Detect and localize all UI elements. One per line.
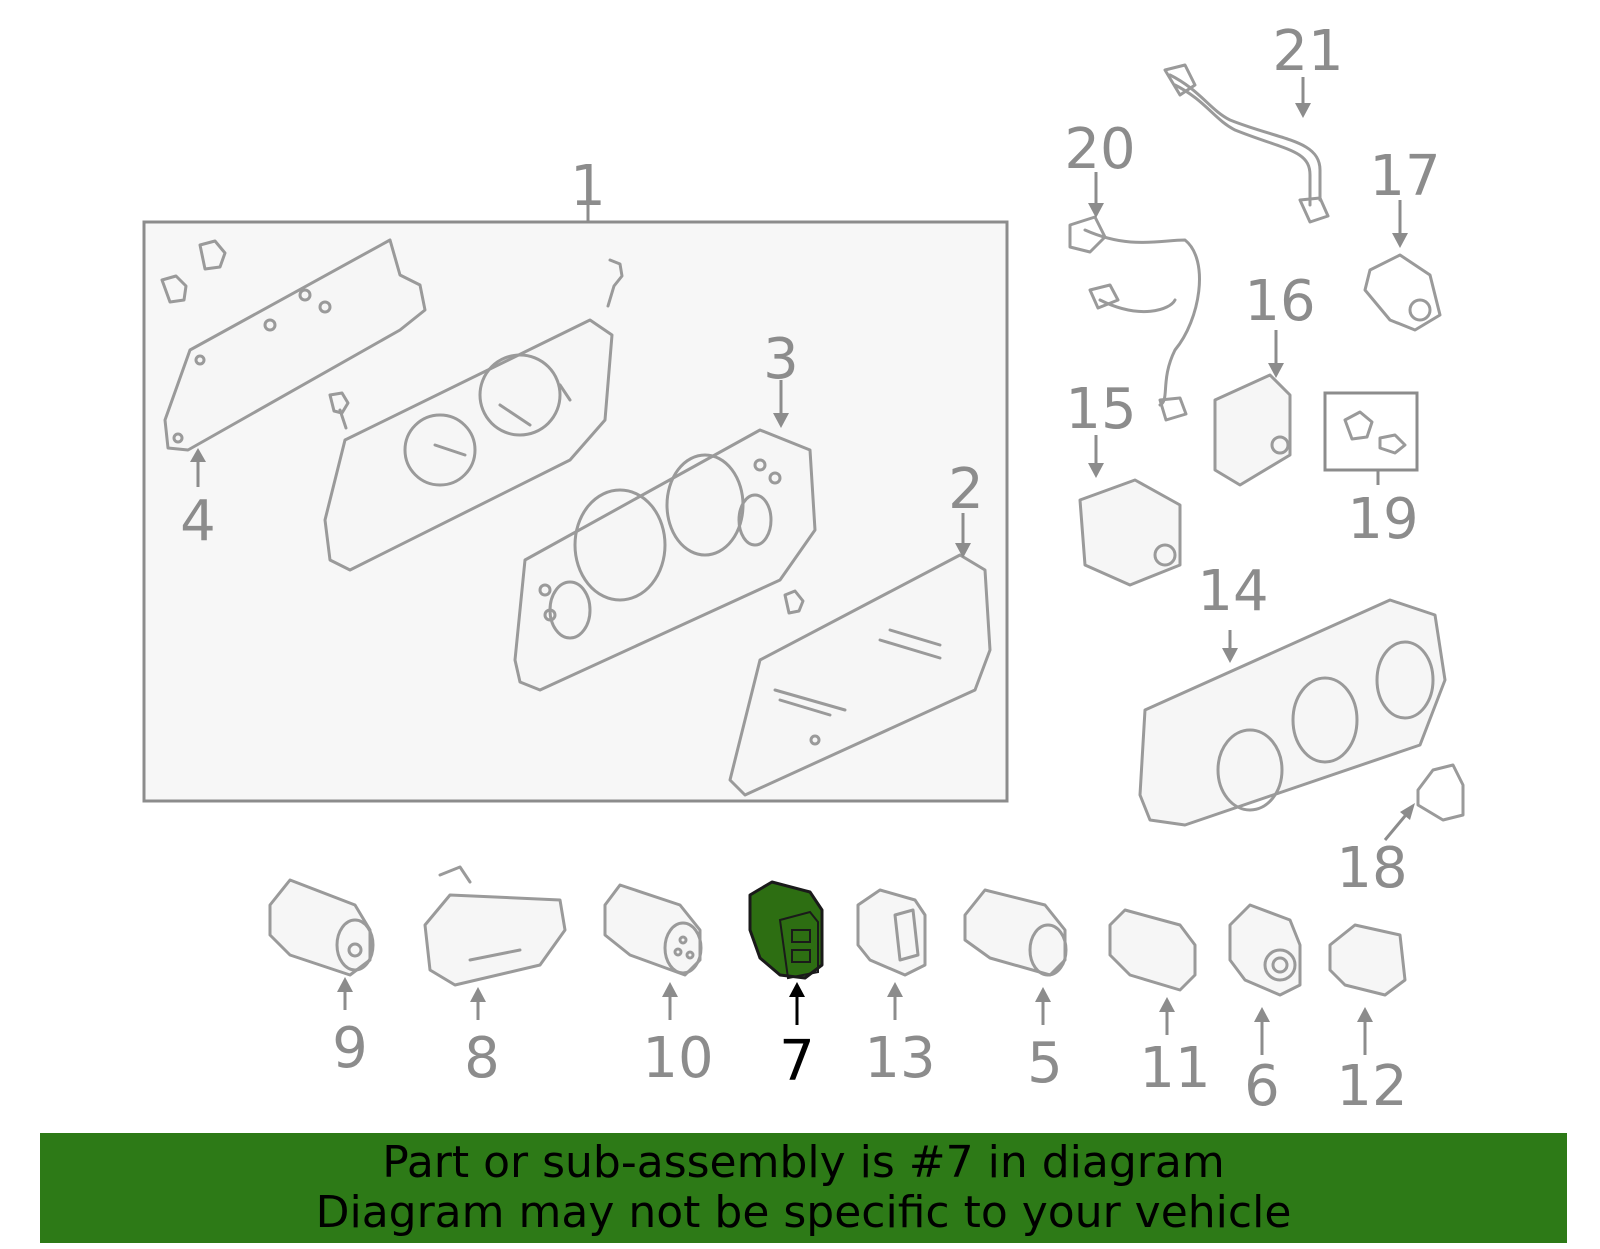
part-7-switch-highlighted[interactable] — [748, 880, 824, 980]
part-13-switch[interactable] — [856, 888, 927, 977]
callout-12: 12 — [1336, 1054, 1407, 1119]
callout-15: 15 — [1065, 377, 1136, 442]
part-20-harness[interactable] — [1068, 215, 1201, 422]
callout-9: 9 — [332, 1016, 368, 1081]
part-21-harness[interactable] — [1163, 63, 1330, 224]
part-cluster-housing[interactable] — [323, 258, 624, 572]
part-2-lens[interactable] — [728, 553, 992, 797]
part-5-switch[interactable] — [963, 888, 1068, 977]
part-18-bulb[interactable] — [1416, 763, 1465, 822]
callout-21: 21 — [1272, 19, 1343, 84]
part-16-module[interactable] — [1213, 373, 1292, 487]
leader-arrows — [190, 77, 1415, 1055]
callout-17: 17 — [1369, 144, 1440, 209]
part-6-switch[interactable] — [1228, 903, 1302, 997]
part-8-switch[interactable] — [423, 865, 567, 987]
callout-20: 20 — [1064, 117, 1135, 182]
banner-line-1: Part or sub-assembly is #7 in diagram — [382, 1137, 1225, 1188]
part-12-switch[interactable] — [1328, 923, 1407, 997]
info-banner: Part or sub-assembly is #7 in diagram Di… — [40, 1133, 1567, 1243]
part-17-socket[interactable] — [1363, 253, 1442, 332]
callout-6: 6 — [1244, 1054, 1280, 1119]
part-11-switch[interactable] — [1108, 908, 1197, 992]
banner-line-2: Diagram may not be specific to your vehi… — [315, 1187, 1292, 1238]
part-3-cluster[interactable] — [513, 428, 817, 692]
callout-8: 8 — [464, 1026, 500, 1091]
part-19-bulbs[interactable] — [1323, 391, 1419, 472]
callout-10: 10 — [642, 1026, 713, 1091]
callout-13: 13 — [864, 1026, 935, 1091]
part-4-panel[interactable] — [160, 238, 427, 452]
callout-16: 16 — [1244, 269, 1315, 334]
callout-11: 11 — [1139, 1036, 1210, 1101]
callout-1: 1 — [570, 154, 606, 219]
part-10-switch[interactable] — [603, 883, 703, 977]
callout-4: 4 — [180, 489, 216, 554]
callout-3: 3 — [763, 327, 799, 392]
part-14-cluster[interactable] — [1138, 598, 1447, 827]
callout-19: 19 — [1347, 487, 1418, 552]
callout-18: 18 — [1336, 836, 1407, 901]
part-15-switch[interactable] — [1078, 478, 1182, 587]
part-9-switch[interactable] — [268, 878, 375, 977]
callout-14: 14 — [1197, 559, 1268, 624]
callout-7: 7 — [779, 1029, 815, 1094]
callout-2: 2 — [948, 457, 984, 522]
callout-5: 5 — [1027, 1031, 1063, 1096]
